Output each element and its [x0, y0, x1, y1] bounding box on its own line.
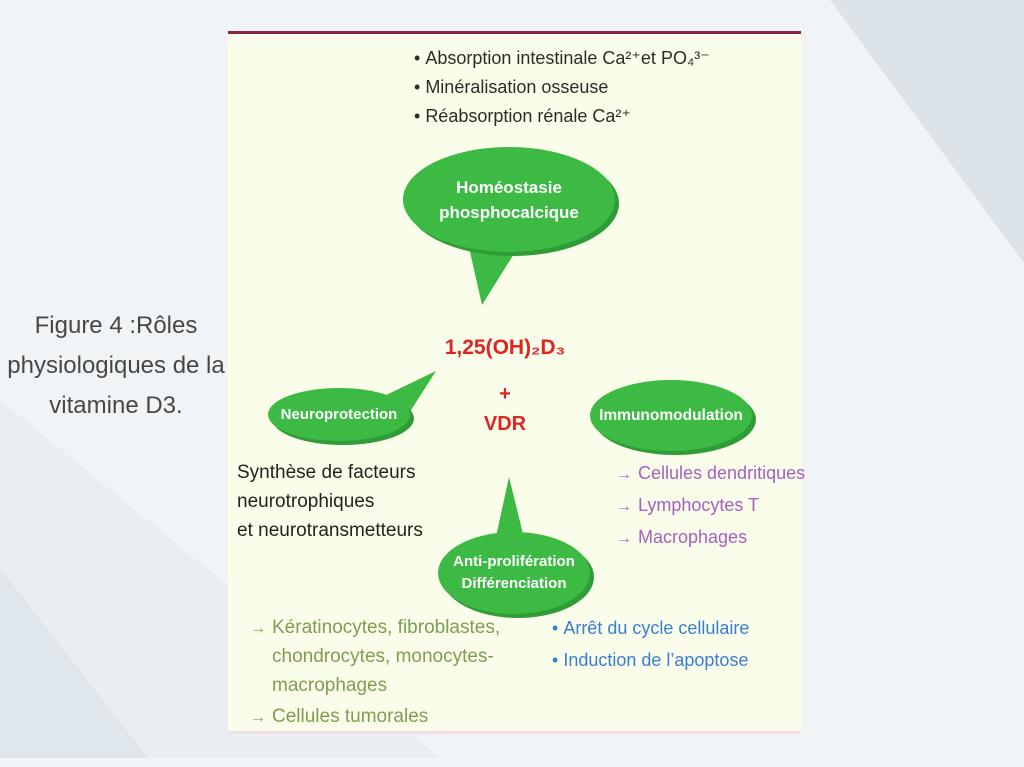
list-item: → Cellules tumorales: [250, 702, 500, 732]
list-item-label: Absorption intestinale Ca²⁺et PO₄³⁻: [425, 48, 710, 68]
list-item-label: Macrophages: [638, 527, 748, 547]
vitamin-d-complex: 1,25(OH)₂D₃ + VDR: [425, 336, 585, 436]
neurotrophic-effects-text: Synthèse de facteurs neurotrophiques et …: [237, 458, 423, 545]
figure-caption-line: physiologiques de la: [7, 352, 225, 379]
list-item-line: Kératinocytes, fibroblastes,: [272, 617, 501, 638]
list-item: •Induction de l’apoptose: [552, 644, 749, 676]
receptor-label: VDR: [483, 413, 527, 435]
list-item-line: macrophages: [272, 675, 388, 696]
list-item: → Kératinocytes, fibroblastes, chondrocy…: [250, 613, 500, 700]
figure-caption: Figure 4 :Rôles physiologiques de la vit…: [0, 306, 232, 426]
bullet-icon: •: [414, 77, 421, 97]
neuroprotection-bubble: Neuroprotection: [268, 388, 410, 441]
list-item-label: Induction de l’apoptose: [563, 650, 749, 670]
immunomodulation-bubble: Immunomodulation: [590, 380, 752, 451]
list-item-label: Kératinocytes, fibroblastes, chondrocyte…: [272, 613, 500, 700]
antiproliferation-bubble-label: Différenciation: [461, 575, 567, 592]
bullet-icon: •: [414, 106, 421, 126]
neurotrophic-effects-line: neurotrophiques: [237, 491, 375, 512]
plus-sign: +: [499, 383, 511, 405]
bullet-icon: •: [414, 48, 421, 68]
list-item-label: Cellules dendritiques: [638, 463, 806, 483]
list-item: •Arrêt du cycle cellulaire: [552, 612, 749, 644]
arrow-icon: →: [250, 620, 266, 637]
figure-caption-line: vitamine D3.: [49, 392, 183, 419]
arrow-icon: →: [250, 709, 266, 726]
neurotrophic-effects-line: et neurotransmetteurs: [237, 520, 423, 541]
neurotrophic-effects-line: Synthèse de facteurs: [237, 462, 416, 483]
list-item-label: Minéralisation osseuse: [425, 77, 609, 97]
list-item: → Cellules dendritiques: [616, 458, 805, 490]
bullet-icon: •: [552, 650, 559, 670]
immune-targets-list: → Cellules dendritiques → Lymphocytes T → M…: [616, 458, 805, 554]
antiproliferation-bubble-label: Anti-prolifération: [453, 553, 575, 570]
cell-cycle-effects-list: •Arrêt du cycle cellulaire •Induction de…: [552, 612, 749, 676]
list-item: •Absorption intestinale Ca²⁺et PO₄³⁻: [414, 44, 710, 73]
phosphocalcic-effects-list: •Absorption intestinale Ca²⁺et PO₄³⁻ •Mi…: [414, 44, 710, 131]
list-item-label: Réabsorption rénale Ca²⁺: [425, 106, 631, 126]
bullet-icon: •: [552, 618, 559, 638]
homeostasis-bubble-label: phosphocalcique: [439, 202, 579, 222]
list-item: •Minéralisation osseuse: [414, 73, 710, 102]
immunomodulation-bubble-label: Immunomodulation: [599, 406, 743, 424]
proliferation-targets-list: → Kératinocytes, fibroblastes, chondrocy…: [250, 613, 500, 732]
list-item: •Réabsorption rénale Ca²⁺: [414, 102, 710, 131]
neuroprotection-bubble-label: Neuroprotection: [280, 406, 398, 423]
list-item-label: Lymphocytes T: [638, 495, 760, 515]
list-item: → Lymphocytes T: [616, 490, 805, 522]
arrow-icon: →: [616, 466, 632, 483]
arrow-icon: →: [616, 530, 632, 547]
homeostasis-bubble: Homéostasie phosphocalcique: [403, 147, 615, 252]
list-item-line: chondrocytes, monocytes-: [272, 646, 494, 667]
figure-caption-line: Figure 4 :Rôles: [34, 312, 198, 339]
antiproliferation-bubble: Anti-prolifération Différenciation: [438, 532, 590, 614]
homeostasis-bubble-label: Homéostasie: [456, 177, 562, 197]
list-item: → Macrophages: [616, 522, 805, 554]
list-item-label: Arrêt du cycle cellulaire: [563, 618, 750, 638]
ligand-formula: 1,25(OH)₂D₃: [444, 336, 566, 359]
list-item-label: Cellules tumorales: [272, 706, 429, 727]
arrow-icon: →: [616, 498, 632, 515]
